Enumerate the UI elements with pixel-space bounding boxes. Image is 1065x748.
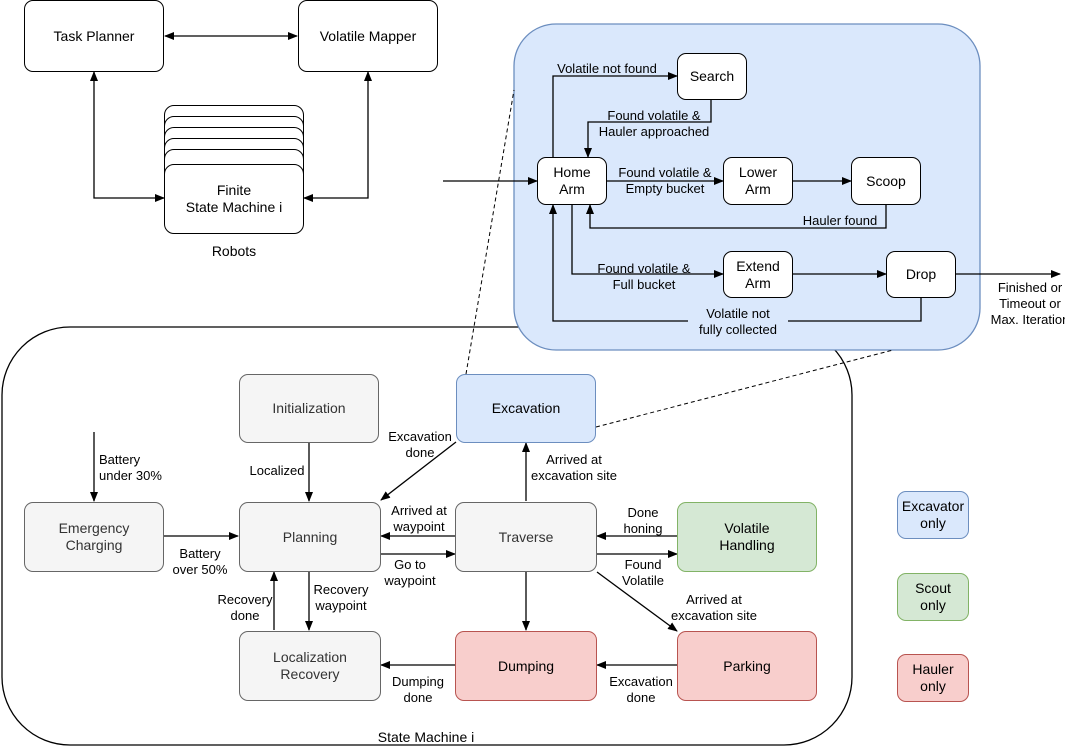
edge-home-extend bbox=[571, 205, 724, 278]
legend-scout-only: Scout only bbox=[897, 573, 969, 621]
edge-planner-fsm bbox=[90, 71, 165, 202]
traverse-node: Traverse bbox=[455, 502, 597, 572]
emergency-charging-node: Emergency Charging bbox=[24, 502, 164, 572]
label-found-hauler-approached: Found volatile & Hauler approached bbox=[598, 108, 710, 139]
excavation-node: Excavation bbox=[456, 374, 596, 443]
label-recovery-waypoint: Recovery waypoint bbox=[313, 582, 369, 613]
label-found-volatile: Found Volatile bbox=[622, 557, 664, 588]
label-excavation-done-parking: Excavation done bbox=[609, 674, 673, 705]
legend-excavator-only: Excavator only bbox=[897, 491, 969, 539]
edge-home-search bbox=[552, 72, 678, 157]
volatile-mapper-node: Volatile Mapper bbox=[298, 0, 438, 72]
label-found-empty-bucket: Found volatile & Empty bucket bbox=[618, 165, 712, 196]
home-arm-node: Home Arm bbox=[537, 157, 607, 205]
label-found-full-bucket: Found volatile & Full bucket bbox=[597, 261, 691, 292]
dumping-node: Dumping bbox=[455, 631, 597, 701]
task-planner-node: Task Planner bbox=[24, 0, 164, 72]
edge-traverse-parking bbox=[596, 571, 678, 632]
finite-state-machine-node: Finite State Machine i bbox=[164, 164, 304, 234]
localization-recovery-node: Localization Recovery bbox=[239, 631, 381, 701]
scoop-node: Scoop bbox=[851, 157, 921, 205]
edge-search-home bbox=[584, 100, 712, 158]
robots-label: Robots bbox=[211, 243, 257, 259]
label-dumping-done: Dumping done bbox=[391, 674, 445, 705]
state-machine-title: State Machine i bbox=[377, 729, 475, 745]
edge-mapper-fsm bbox=[303, 71, 372, 202]
label-recovery-done: Recovery done bbox=[217, 592, 273, 623]
zoom-line-right bbox=[595, 349, 894, 428]
label-finished-timeout: Finished or Timeout or Max. Iteration bbox=[990, 280, 1065, 327]
edge-scoop-home bbox=[586, 204, 887, 229]
label-arrived-excavation-site-parking: Arrived at excavation site bbox=[671, 592, 757, 623]
label-go-waypoint: Go to waypoint bbox=[384, 557, 436, 588]
drop-node: Drop bbox=[886, 251, 956, 298]
volatile-handling-node: Volatile Handling bbox=[677, 502, 817, 572]
label-volatile-not-found: Volatile not found bbox=[557, 61, 657, 76]
edge-excavation-planning bbox=[380, 441, 457, 501]
label-volatile-not-collected: Volatile not fully collected bbox=[688, 306, 788, 338]
parking-node: Parking bbox=[677, 631, 817, 701]
initialization-node: Initialization bbox=[239, 374, 379, 443]
search-node: Search bbox=[677, 53, 747, 100]
label-arrived-waypoint: Arrived at waypoint bbox=[391, 503, 447, 534]
label-hauler-found: Hauler found bbox=[802, 213, 878, 228]
planning-node: Planning bbox=[239, 502, 381, 572]
label-done-honing: Done honing bbox=[623, 505, 663, 536]
extend-arm-node: Extend Arm bbox=[723, 251, 793, 298]
label-excavation-done: Excavation done bbox=[388, 429, 452, 460]
zoom-line-left bbox=[465, 89, 515, 375]
legend-hauler-only: Hauler only bbox=[897, 654, 969, 702]
label-battery-over: Battery over 50% bbox=[172, 546, 228, 577]
lower-arm-node: Lower Arm bbox=[723, 157, 793, 205]
state-machine-container bbox=[1, 326, 853, 746]
label-battery-under: Battery under 30% bbox=[99, 452, 162, 483]
label-localized: Localized bbox=[247, 463, 307, 479]
label-arrived-excavation-site: Arrived at excavation site bbox=[528, 452, 620, 484]
